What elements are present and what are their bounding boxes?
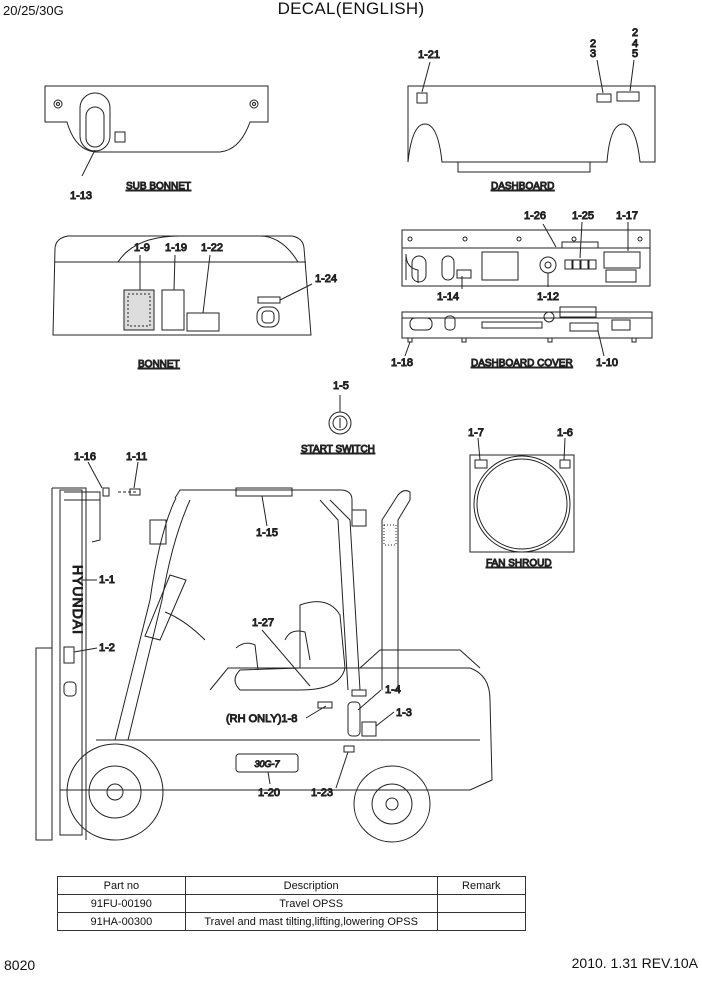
fan-shroud-drawing [469, 437, 575, 553]
forklift-drawing [35, 461, 493, 843]
callout-1-14: 1-14 [437, 291, 459, 303]
callout-2-top: 2 [590, 38, 596, 50]
start-switch-caption: START SWITCH [301, 444, 375, 455]
table-row: 91HA-00300 Travel and mast tilting,lifti… [57, 912, 527, 931]
callout-1-1: 1-1 [99, 574, 115, 586]
callout-1-8: (RH ONLY)1-8 [226, 713, 297, 725]
dashboard-drawing [407, 59, 656, 173]
model-code: 20/25/30G [3, 3, 64, 18]
callout-1-19: 1-19 [165, 242, 187, 254]
remark-cell [436, 894, 527, 913]
callout-1-21: 1-21 [418, 49, 440, 61]
header-description: Description [184, 876, 438, 895]
description-cell: Travel OPSS [184, 894, 438, 913]
header-remark: Remark [436, 876, 527, 895]
callout-5: 5 [632, 48, 638, 60]
callout-1-11: 1-11 [126, 451, 147, 463]
dashboard-caption: DASHBOARD [491, 181, 554, 192]
fan-shroud-caption: FAN SHROUD [486, 558, 552, 569]
sub-bonnet-drawing [44, 85, 269, 177]
callout-1-6: 1-6 [557, 427, 573, 439]
start-switch-drawing [328, 395, 352, 435]
callout-1-24: 1-24 [315, 273, 337, 285]
callout-1-17: 1-17 [616, 210, 638, 222]
table-row: 91FU-00190 Travel OPSS [57, 894, 527, 913]
instrument-panel-drawing [401, 221, 651, 289]
mast-brand-text: HYUNDAI [70, 565, 86, 635]
bonnet-drawing [52, 235, 313, 336]
part-no-cell: 91FU-00190 [57, 894, 186, 913]
sub-bonnet-caption: SUB BONNET [126, 181, 191, 192]
callout-1-4: 1-4 [385, 684, 401, 696]
callout-1-13: 1-13 [70, 190, 92, 202]
truck-badge-text: 30G-7 [254, 759, 280, 769]
dashboard-cover-caption: DASHBOARD COVER [471, 358, 573, 369]
callout-2-right: 2 [632, 27, 638, 39]
callout-1-10: 1-10 [596, 357, 618, 369]
callout-1-15: 1-15 [256, 527, 278, 539]
callout-1-18: 1-18 [391, 357, 413, 369]
header-part-no: Part no [57, 876, 186, 895]
page-title: DECAL(ENGLISH) [277, 0, 425, 18]
callout-4: 4 [632, 38, 638, 50]
bonnet-caption: BONNET [138, 359, 180, 370]
callout-1-9: 1-9 [134, 242, 150, 254]
callout-1-2: 1-2 [99, 642, 115, 654]
revision-date: 2010. 1.31 REV.10A [571, 955, 698, 971]
page-number: 8020 [4, 957, 36, 973]
description-cell: Travel and mast tilting,lifting,lowering… [184, 912, 438, 931]
callout-1-7: 1-7 [468, 427, 484, 439]
callout-3: 3 [590, 48, 596, 60]
callout-1-26: 1-26 [524, 210, 546, 222]
callout-1-22: 1-22 [201, 242, 223, 254]
remark-cell [436, 912, 527, 931]
callout-1-16: 1-16 [74, 451, 96, 463]
dashboard-cover-drawing [401, 306, 653, 357]
callout-1-23: 1-23 [311, 787, 333, 799]
callout-1-27: 1-27 [252, 617, 274, 629]
callout-1-3: 1-3 [396, 707, 412, 719]
parts-table-header: Part no Description Remark [57, 876, 527, 895]
callout-1-5: 1-5 [333, 380, 349, 392]
parts-table: Part no Description Remark 91FU-00190 Tr… [57, 876, 527, 931]
callout-1-20: 1-20 [258, 787, 280, 799]
callout-1-12: 1-12 [537, 291, 559, 303]
part-no-cell: 91HA-00300 [57, 912, 186, 931]
callout-1-25: 1-25 [572, 210, 594, 222]
